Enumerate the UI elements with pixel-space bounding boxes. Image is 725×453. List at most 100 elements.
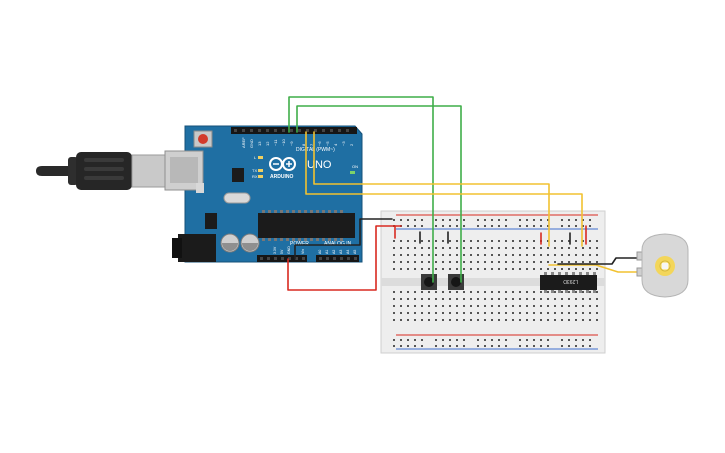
breadboard-hole[interactable] (519, 339, 521, 341)
breadboard-hole[interactable] (428, 254, 430, 256)
breadboard-hole[interactable] (428, 261, 430, 263)
breadboard-hole[interactable] (442, 298, 444, 300)
breadboard-hole[interactable] (540, 254, 542, 256)
breadboard-hole[interactable] (582, 305, 584, 307)
breadboard-hole[interactable] (533, 219, 535, 221)
wires[interactable] (287, 96, 642, 291)
breadboard-hole[interactable] (400, 319, 402, 321)
breadboard-hole[interactable] (442, 339, 444, 341)
breadboard-hole[interactable] (561, 339, 563, 341)
breadboard-hole[interactable] (491, 268, 493, 270)
breadboard-hole[interactable] (456, 247, 458, 249)
breadboard-hole[interactable] (407, 268, 409, 270)
breadboard-hole[interactable] (456, 319, 458, 321)
breadboard-hole[interactable] (491, 240, 493, 242)
breadboard-hole[interactable] (519, 345, 521, 347)
breadboard-hole[interactable] (498, 240, 500, 242)
breadboard-hole[interactable] (491, 339, 493, 341)
breadboard-hole[interactable] (400, 240, 402, 242)
breadboard-hole[interactable] (421, 254, 423, 256)
breadboard-hole[interactable] (547, 319, 549, 321)
breadboard-hole[interactable] (456, 254, 458, 256)
breadboard-hole[interactable] (512, 261, 514, 263)
breadboard-hole[interactable] (540, 319, 542, 321)
breadboard-hole[interactable] (484, 319, 486, 321)
breadboard-hole[interactable] (526, 319, 528, 321)
breadboard-hole[interactable] (533, 291, 535, 293)
breadboard-hole[interactable] (547, 298, 549, 300)
breadboard-hole[interactable] (561, 305, 563, 307)
breadboard-hole[interactable] (519, 268, 521, 270)
breadboard-hole[interactable] (477, 319, 479, 321)
breadboard-hole[interactable] (393, 339, 395, 341)
breadboard-hole[interactable] (393, 254, 395, 256)
breadboard-hole[interactable] (540, 225, 542, 227)
breadboard-hole[interactable] (477, 291, 479, 293)
breadboard-hole[interactable] (428, 240, 430, 242)
breadboard-hole[interactable] (589, 305, 591, 307)
breadboard-hole[interactable] (526, 247, 528, 249)
breadboard-hole[interactable] (484, 339, 486, 341)
breadboard-hole[interactable] (414, 298, 416, 300)
breadboard-hole[interactable] (561, 240, 563, 242)
breadboard-hole[interactable] (547, 254, 549, 256)
breadboard-hole[interactable] (526, 225, 528, 227)
breadboard-hole[interactable] (589, 254, 591, 256)
breadboard-hole[interactable] (498, 291, 500, 293)
breadboard-hole[interactable] (435, 298, 437, 300)
breadboard-hole[interactable] (421, 319, 423, 321)
breadboard-hole[interactable] (491, 219, 493, 221)
breadboard-hole[interactable] (533, 319, 535, 321)
breadboard-hole[interactable] (470, 268, 472, 270)
breadboard-hole[interactable] (428, 312, 430, 314)
breadboard-hole[interactable] (421, 247, 423, 249)
breadboard-hole[interactable] (533, 254, 535, 256)
breadboard-hole[interactable] (393, 305, 395, 307)
breadboard-hole[interactable] (526, 254, 528, 256)
black-wire[interactable] (294, 218, 393, 260)
breadboard-hole[interactable] (463, 312, 465, 314)
breadboard-hole[interactable] (449, 247, 451, 249)
breadboard-hole[interactable] (435, 339, 437, 341)
breadboard-hole[interactable] (568, 268, 570, 270)
breadboard-hole[interactable] (449, 268, 451, 270)
breadboard-hole[interactable] (554, 254, 556, 256)
breadboard-hole[interactable] (414, 339, 416, 341)
breadboard-hole[interactable] (456, 291, 458, 293)
breadboard-hole[interactable] (540, 298, 542, 300)
breadboard-hole[interactable] (582, 319, 584, 321)
breadboard-hole[interactable] (393, 319, 395, 321)
breadboard-hole[interactable] (407, 319, 409, 321)
breadboard-hole[interactable] (442, 261, 444, 263)
breadboard-hole[interactable] (400, 219, 402, 221)
breadboard-hole[interactable] (393, 268, 395, 270)
breadboard-hole[interactable] (582, 312, 584, 314)
breadboard-hole[interactable] (449, 219, 451, 221)
breadboard-hole[interactable] (568, 247, 570, 249)
breadboard-hole[interactable] (498, 339, 500, 341)
breadboard-hole[interactable] (491, 312, 493, 314)
breadboard-hole[interactable] (400, 268, 402, 270)
breadboard-hole[interactable] (477, 312, 479, 314)
breadboard-hole[interactable] (477, 305, 479, 307)
breadboard-hole[interactable] (526, 268, 528, 270)
breadboard-hole[interactable] (526, 291, 528, 293)
breadboard-hole[interactable] (435, 345, 437, 347)
breadboard-hole[interactable] (519, 319, 521, 321)
green-wire[interactable] (288, 96, 434, 283)
breadboard-hole[interactable] (491, 345, 493, 347)
breadboard-hole[interactable] (470, 254, 472, 256)
breadboard-hole[interactable] (505, 312, 507, 314)
breadboard-hole[interactable] (519, 305, 521, 307)
breadboard-hole[interactable] (561, 254, 563, 256)
breadboard-hole[interactable] (575, 319, 577, 321)
breadboard-hole[interactable] (547, 219, 549, 221)
breadboard-hole[interactable] (568, 305, 570, 307)
breadboard-hole[interactable] (582, 254, 584, 256)
breadboard-hole[interactable] (456, 268, 458, 270)
breadboard-hole[interactable] (463, 345, 465, 347)
breadboard-hole[interactable] (589, 319, 591, 321)
breadboard-hole[interactable] (435, 261, 437, 263)
breadboard-hole[interactable] (393, 298, 395, 300)
breadboard-hole[interactable] (407, 345, 409, 347)
